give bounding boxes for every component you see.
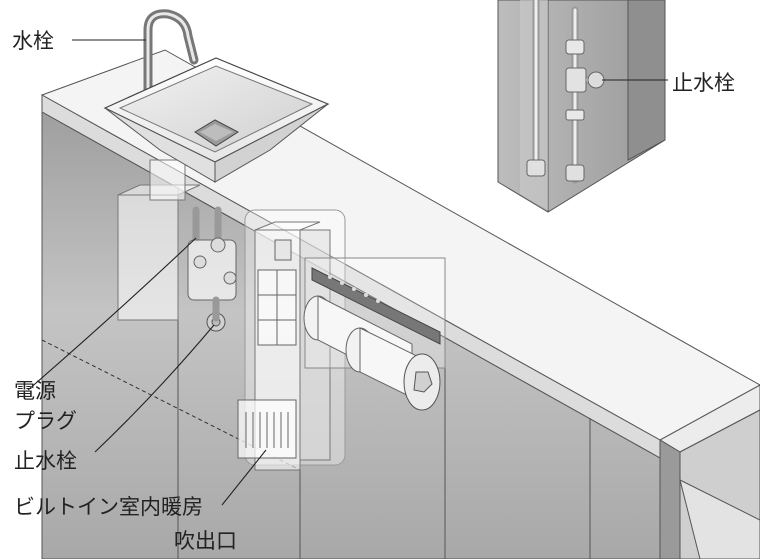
- stop-valve-inset: [497, 0, 666, 213]
- internal-equipment: [117, 159, 446, 471]
- heater-outlet-label-line1: ビルトイン室内暖房: [14, 495, 203, 519]
- basin: [103, 57, 330, 183]
- power-plug-label-line2: プラグ: [14, 409, 77, 433]
- heater-outlet-label-line2: 吹出口: [174, 529, 237, 553]
- stop-valve-label-inset: 止水栓: [672, 71, 735, 95]
- faucet-label: 水栓: [12, 29, 54, 53]
- faucet: [143, 9, 199, 105]
- power-plug-label-line1: 電源: [14, 379, 56, 403]
- leader-lines: [27, 39, 668, 506]
- stop-valve-label: 止水栓: [14, 449, 77, 473]
